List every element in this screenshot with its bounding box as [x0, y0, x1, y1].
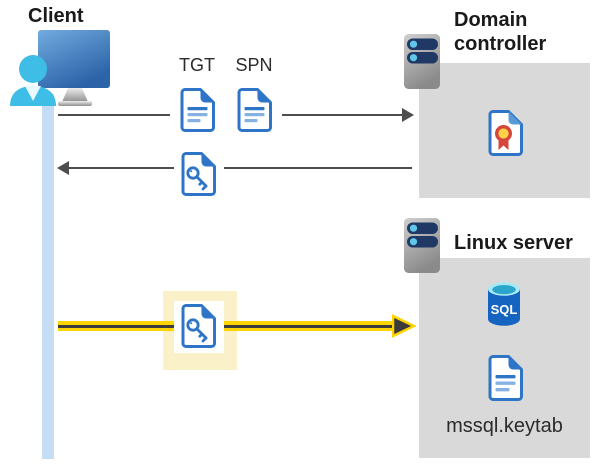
tgt-document-icon — [178, 87, 216, 133]
auth-key-document-icon — [174, 301, 224, 353]
spn-label: SPN — [235, 55, 273, 75]
auth-arrow-core — [58, 324, 396, 328]
ticket-response-arrow-line — [68, 167, 412, 169]
keytab-document-icon — [486, 354, 524, 402]
client-label: Client — [28, 5, 84, 27]
service-ticket-key-document-icon — [174, 148, 224, 200]
ticket-request-arrowhead-icon — [402, 108, 414, 122]
spn-document-icon — [235, 87, 273, 133]
auth-arrow — [58, 314, 416, 338]
ticket-documents-group — [170, 85, 282, 134]
certificate-icon — [486, 109, 524, 157]
domain-controller-server-icon — [403, 33, 441, 90]
auth-arrowhead-icon — [392, 314, 416, 338]
linux-server-label: Linux server — [454, 232, 573, 254]
linux-server-icon — [403, 217, 441, 274]
keytab-label: mssql.keytab — [446, 415, 563, 437]
person-at-monitor-icon — [8, 28, 116, 106]
sql-label: SQL — [491, 302, 518, 317]
client-timeline-bar — [42, 94, 54, 459]
sql-database-icon: SQL — [486, 280, 522, 328]
tgt-label: TGT — [179, 55, 215, 75]
ticket-response-arrowhead-icon — [57, 161, 69, 175]
domain-controller-label: Domain controller — [454, 9, 547, 55]
